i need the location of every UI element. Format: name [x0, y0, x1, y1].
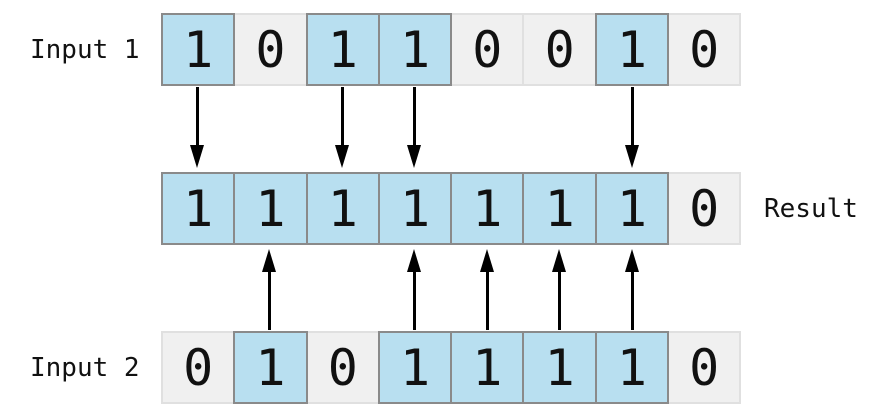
up-arrow-icon	[262, 249, 277, 330]
arrow-head	[624, 145, 639, 168]
arrow-shaft	[413, 270, 417, 330]
bit-cell: 0	[161, 331, 236, 404]
arrow-shaft	[630, 270, 634, 330]
bit-cell: 1	[594, 331, 670, 404]
arrow-head	[624, 249, 639, 272]
bit-cell: 1	[233, 172, 308, 245]
arrow-head	[407, 249, 422, 272]
arrow-shaft	[340, 87, 344, 147]
arrow-shaft	[268, 270, 272, 330]
bit-cell: 1	[377, 331, 453, 404]
arrow-head	[552, 249, 567, 272]
arrow-shaft	[195, 87, 199, 147]
up-arrow-icon	[479, 249, 495, 330]
bit-cell: 1	[450, 331, 525, 404]
arrow-shaft	[558, 270, 562, 330]
result-label: Result	[764, 193, 858, 224]
input2-label: Input 2	[30, 352, 140, 383]
arrow-shaft	[413, 87, 417, 147]
bit-cell: 0	[522, 13, 597, 86]
down-arrow-icon	[189, 87, 205, 168]
down-arrow-icon	[624, 87, 640, 168]
down-arrow-icon	[334, 87, 350, 168]
bit-cell: 1	[522, 172, 597, 245]
up-arrow-icon	[407, 249, 422, 330]
down-arrow-icon	[407, 87, 422, 168]
up-arrow-icon	[624, 249, 640, 330]
bit-cell: 1	[305, 13, 380, 86]
bit-cell: 0	[667, 13, 742, 86]
bit-cell: 1	[450, 172, 525, 245]
bit-cell: 0	[450, 13, 525, 86]
arrow-head	[407, 145, 422, 168]
bit-cell: 1	[377, 13, 453, 86]
up-arrow-icon	[552, 249, 567, 330]
bit-cell: 0	[233, 13, 308, 86]
bit-cell: 1	[522, 331, 597, 404]
arrow-shaft	[630, 87, 634, 147]
arrow-head	[189, 145, 204, 168]
arrow-shaft	[485, 270, 489, 330]
bit-cell: 1	[233, 331, 308, 404]
arrow-head	[334, 145, 349, 168]
bit-cell: 1	[594, 13, 670, 86]
bit-cell: 1	[161, 172, 236, 245]
bit-cell: 1	[377, 172, 453, 245]
input1-label: Input 1	[30, 34, 140, 65]
arrow-head	[479, 249, 494, 272]
bit-cell: 1	[305, 172, 380, 245]
arrow-head	[262, 249, 277, 272]
bit-cell: 1	[594, 172, 670, 245]
bit-cell: 0	[667, 172, 742, 245]
bit-cell: 0	[667, 331, 742, 404]
bit-cell: 0	[305, 331, 380, 404]
bit-cell: 1	[161, 13, 236, 86]
